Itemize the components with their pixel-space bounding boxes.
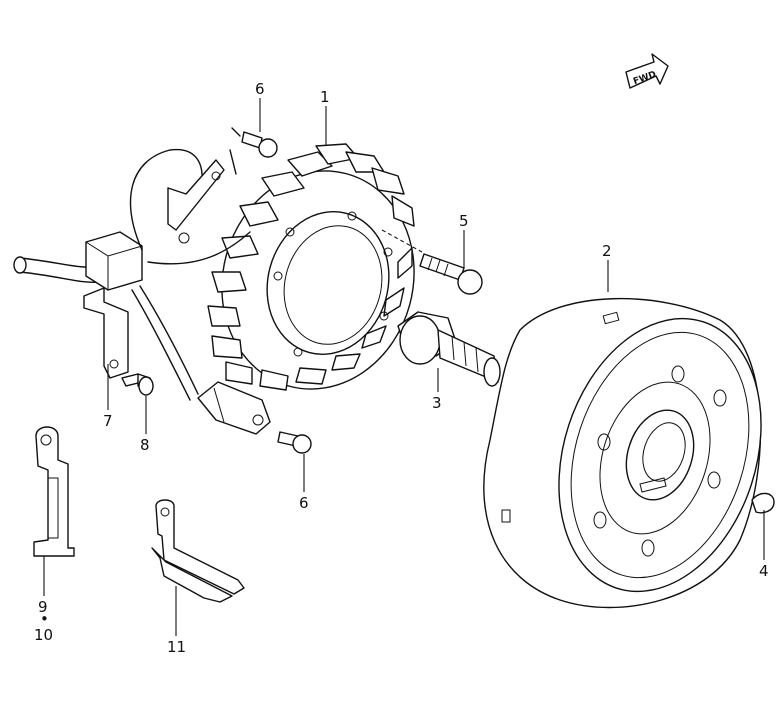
- callout-9: 9: [38, 598, 48, 616]
- callout-6-bottom: 6: [299, 494, 309, 512]
- callout-9-10-separator: •: [40, 610, 49, 628]
- wire-harness: [13, 148, 271, 435]
- callout-8: 8: [140, 436, 150, 454]
- clamp-9-10: [33, 426, 75, 557]
- callout-6-top: 6: [255, 80, 265, 98]
- screw-6-bottom: [277, 431, 312, 454]
- leader-lines: [43, 98, 765, 636]
- stator-assembly: [207, 143, 415, 391]
- callout-7: 7: [103, 412, 113, 430]
- callout-2: 2: [602, 242, 612, 260]
- screw-8: [121, 373, 154, 396]
- callout-11: 11: [167, 638, 186, 656]
- key-4: [751, 492, 775, 514]
- clamp-11: [151, 499, 245, 603]
- callout-4: 4: [759, 562, 769, 580]
- rotor-flywheel: [483, 297, 762, 609]
- callout-10: 10: [34, 626, 53, 644]
- stator-coils: [207, 143, 415, 391]
- bolt-5: [381, 229, 483, 295]
- bolt-3: [397, 311, 501, 387]
- callout-1: 1: [320, 88, 330, 106]
- callouts: 1 2 3 4 5 6 6 7 8 9 • 10 11: [34, 80, 769, 656]
- bracket-7: [83, 287, 129, 379]
- callout-5: 5: [459, 212, 469, 230]
- callout-3: 3: [432, 394, 442, 412]
- fwd-arrow-icon: FWD: [625, 53, 669, 89]
- screw-6-top: [229, 127, 278, 175]
